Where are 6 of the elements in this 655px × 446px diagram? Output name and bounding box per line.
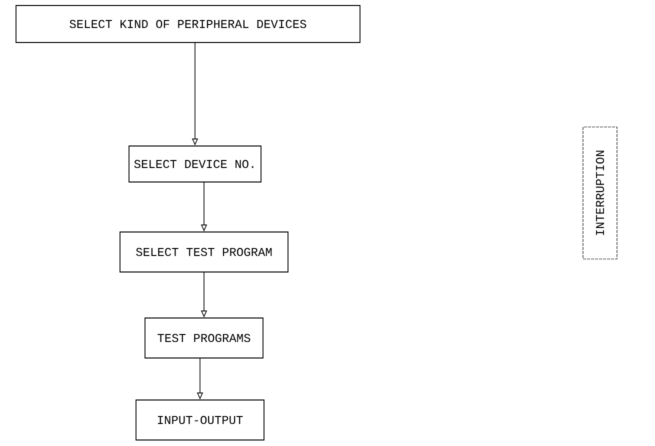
side-box: INTERRUPTION [582, 126, 618, 260]
process-box: SELECT KIND OF PERIPHERAL DEVICES [16, 5, 360, 43]
process-box: TEST PROGRAMS [144, 318, 264, 358]
process-box: INPUT-OUTPUT [136, 400, 264, 440]
process-box: SELECT TEST PROGRAM [120, 232, 288, 272]
process-box: SELECT DEVICE NO. [128, 146, 262, 182]
